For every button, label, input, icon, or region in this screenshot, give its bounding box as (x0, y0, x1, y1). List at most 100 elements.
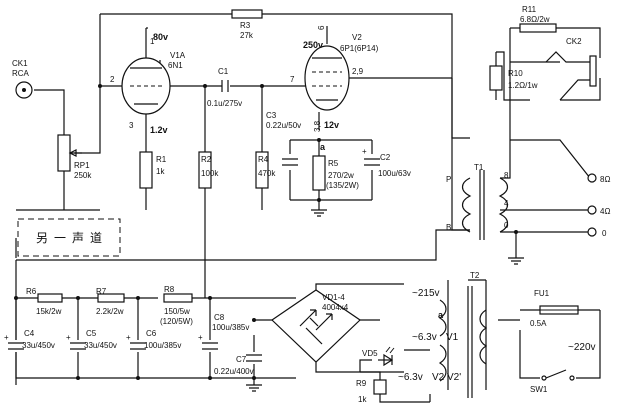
c7-value: 0.22u/400v (214, 367, 254, 376)
c3-capacitor: C3 0.22u/50v (266, 111, 301, 170)
t1-label: T1 (474, 163, 484, 172)
r3-resistor: R3 27k (231, 9, 263, 40)
out-4-label: 4Ω (600, 207, 610, 216)
fu1-label: FU1 (534, 289, 550, 298)
r5-resistor: R5 270/2w (135/2W) (312, 155, 359, 191)
r10-label: R10 (508, 69, 523, 78)
r2-resistor: R2 100k (198, 151, 219, 189)
sw1-switch[interactable]: SW1 (530, 369, 575, 394)
c1-label: C1 (218, 67, 229, 76)
t1-p-label: P (446, 175, 451, 184)
c3-label: C3 (266, 111, 277, 120)
v1-pin2-label: 2 (110, 75, 115, 84)
r10-resistor: R10 1.2Ω/1w (489, 65, 538, 91)
t1-tap4-label: 4 (504, 199, 509, 208)
node-a-cathode: a (320, 142, 326, 152)
vd14-label: VD1-4 (322, 293, 345, 302)
ck2-headphone-jack[interactable]: CK2 (545, 37, 597, 101)
r8-value2: (120/5W) (160, 317, 193, 326)
c8-label: C8 (214, 313, 225, 322)
c5-label: C5 (86, 329, 97, 338)
r6-label: R6 (26, 287, 37, 296)
c7-label: C7 (236, 355, 247, 364)
ck1-label: CK1 (12, 59, 28, 68)
r9-value: 1k (358, 395, 367, 404)
ck1-type-label: RCA (12, 69, 30, 78)
r1-value: 1k (156, 167, 165, 176)
r10-value: 1.2Ω/1w (508, 81, 538, 90)
c8-value: 100u/385v (212, 323, 249, 332)
rp1-potentiometer: RP1 250k (57, 134, 92, 180)
r5-value1: 270/2w (328, 171, 354, 180)
r7-label: R7 (96, 287, 107, 296)
bridge-rectifier: VD1-4 4004x4 (299, 293, 349, 345)
r4-value: 470k (258, 169, 276, 178)
c2-capacitor: + C2 100u/63v (362, 147, 411, 178)
r8-label: R8 (164, 285, 175, 294)
v2-cathode-voltage: 12v (324, 120, 339, 130)
c6-plus: + (126, 333, 131, 342)
c8-plus: + (198, 333, 203, 342)
rp1-label: RP1 (74, 161, 90, 170)
v1a-tube: 1 2 3 80v V1A 6N1 1.2v (110, 32, 186, 135)
t1-tap0-label: 0 (504, 221, 509, 230)
r9-label: R9 (356, 379, 367, 388)
c5-plus: + (66, 333, 71, 342)
sec-63v-v2: ~6.3v (398, 372, 423, 383)
terminal-0[interactable] (587, 227, 597, 237)
c6-capacitor: + C6 100u/385v (126, 329, 181, 352)
sec-63v-v2-tube: V2 V2' (432, 372, 461, 383)
v1-pin3-label: 3 (129, 121, 134, 130)
c8-capacitor: + C8 100u/385v (198, 313, 249, 352)
sw1-label: SW1 (530, 385, 548, 394)
c4-capacitor: + C4 33u/450v (4, 329, 55, 352)
r11-value: 6.8Ω/2w (520, 15, 550, 24)
r8-value1: 150/5w (164, 307, 190, 316)
r9-resistor: R9 1k (356, 379, 387, 404)
c6-label: C6 (146, 329, 157, 338)
ground-symbols (246, 209, 524, 392)
r2-value: 100k (201, 169, 219, 178)
r8-resistor: R8 150/5w (120/5W) (160, 285, 193, 326)
r4-label: R4 (258, 155, 269, 164)
vd14-type: 4004x4 (322, 303, 349, 312)
mains-voltage: ~220v (568, 342, 596, 353)
v1-pin1-label: 1 (150, 37, 155, 46)
terminal-8ohm[interactable] (587, 173, 597, 183)
junction-dots (14, 84, 518, 380)
c5-value: 33u/450v (84, 341, 117, 350)
out-8-label: 8Ω (600, 175, 610, 184)
v1-cathode-voltage: 1.2v (150, 125, 168, 135)
v2-pin7-label: 7 (290, 75, 295, 84)
c2-plus: + (362, 147, 367, 156)
vd5-led: VD5 (362, 346, 395, 367)
c1-capacitor: C1 0.1u/275v (207, 67, 242, 108)
c2-value: 100u/63v (378, 169, 411, 178)
terminal-4ohm[interactable] (587, 205, 597, 215)
r7-resistor: R7 2.2k/2w (96, 287, 125, 316)
sec-63v-v1: ~6.3v (412, 332, 437, 343)
c4-value: 33u/450v (22, 341, 55, 350)
node-a-heater: a (438, 310, 444, 320)
out-0-label: 0 (602, 229, 607, 238)
t1-tap8-label: 8 (504, 171, 509, 180)
v2-pin29-label: 2,9 (352, 67, 364, 76)
c4-plus: + (4, 333, 9, 342)
ck2-label: CK2 (566, 37, 582, 46)
v2-pin6-label: 6 (317, 25, 326, 30)
r4-resistor: R4 470k (255, 151, 276, 189)
r5-value2: (135/2W) (326, 181, 359, 190)
c3-value: 0.22u/50v (266, 121, 301, 130)
t2-label: T2 (470, 271, 480, 280)
output-terminals: 8Ω 4Ω 0 (580, 173, 610, 238)
r3-value: 27k (240, 31, 254, 40)
r7-value: 2.2k/2w (96, 307, 124, 316)
t2-power-transformer: T2 ~215v ~6.3v V1 a ~6.3v V2 V2' (398, 271, 488, 398)
rp1-value: 250k (74, 171, 92, 180)
r11-label: R11 (522, 5, 537, 14)
c5-capacitor: + C5 33u/450v (66, 329, 117, 352)
t1-output-transformer: T1 P B 8 4 0 (446, 163, 509, 240)
t1-b-label: B (446, 223, 451, 232)
v2-type: 6P1(6P14) (340, 44, 379, 53)
ck1-rca-jack[interactable]: CK1 RCA (12, 59, 33, 99)
